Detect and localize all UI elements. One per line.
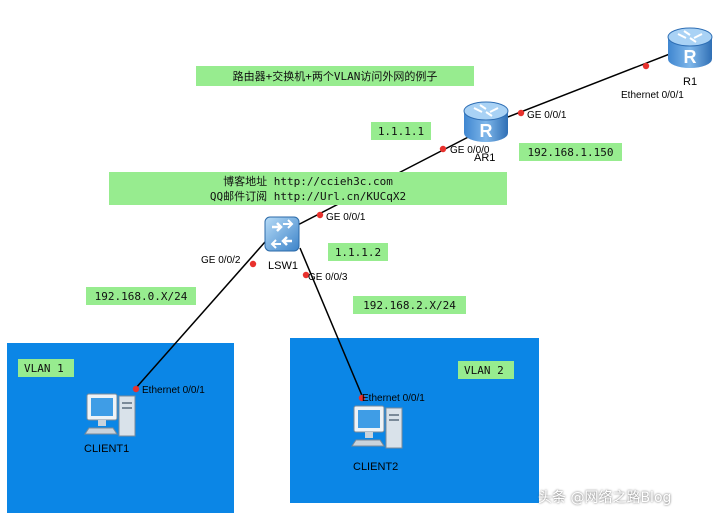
router-ar1-icon[interactable]: R [460,99,512,145]
port-dot-lsw1-ge003 [302,271,310,279]
link-r1-ar1 [499,49,681,121]
address-r1-net: 192.168.1.150 [519,143,622,161]
client1-pc-icon[interactable] [83,390,139,442]
router-r1-icon[interactable]: R [664,25,716,71]
port-dot-lsw1-ge002 [249,260,257,268]
port-label-ar1-ge001: GE 0/0/1 [527,110,567,121]
port-dot-ar1-ge001 [517,109,525,117]
blog-info-box: 博客地址 http://ccieh3c.com QQ邮件订阅 http://Ur… [109,172,507,205]
port-label-lsw1-ge002: GE 0/0/2 [201,255,241,266]
port-label-r1-eth: Ethernet 0/0/1 [621,90,684,101]
port-label-lsw1-ge001: GE 0/0/1 [326,212,366,223]
svg-text:R: R [480,121,493,141]
address-vlan1-net: 192.168.0.X/24 [86,287,196,305]
switch-lsw1-icon[interactable] [262,214,302,254]
address-ar1-lsw: 1.1.1.1 [371,122,431,140]
router-ar1-name: AR1 [474,152,496,164]
port-label-ar1-ge000: GE 0/0/0 [450,145,490,156]
client1-name: CLIENT1 [84,443,130,455]
vlan2-label: VLAN 2 [458,361,514,379]
link-lsw1-client1 [134,241,266,390]
port-dot-ar1-ge000 [439,145,447,153]
router-r1-name: R1 [683,76,698,88]
client2-name: CLIENT2 [353,461,399,473]
address-lsw-ar1: 1.1.1.2 [328,243,388,261]
watermark-text: 头条 @网络之路Blog [538,490,672,506]
link-lsw1-client2 [299,247,364,399]
address-vlan2-net: 192.168.2.X/24 [353,296,466,314]
svg-text:R: R [684,47,697,67]
port-dot-r1 [642,62,650,70]
port-label-lsw1-ge003: GE 0/0/3 [308,272,348,283]
port-label-client2-eth: Ethernet 0/0/1 [362,393,425,404]
client2-pc-icon[interactable] [350,402,406,454]
port-label-client1-eth: Ethernet 0/0/1 [142,385,205,396]
vlan1-label: VLAN 1 [18,359,74,377]
blog-url-text: 博客地址 http://ccieh3c.com [223,174,393,188]
switch-lsw1-name: LSW1 [268,260,298,272]
port-dot-client2 [358,394,366,402]
port-dot-lsw1-ge001 [316,211,324,219]
qq-subscribe-text: QQ邮件订阅 http://Url.cn/KUCqX2 [209,189,407,203]
diagram-title: 路由器+交换机+两个VLAN访问外网的例子 [196,66,474,86]
port-dot-client1 [132,385,140,393]
